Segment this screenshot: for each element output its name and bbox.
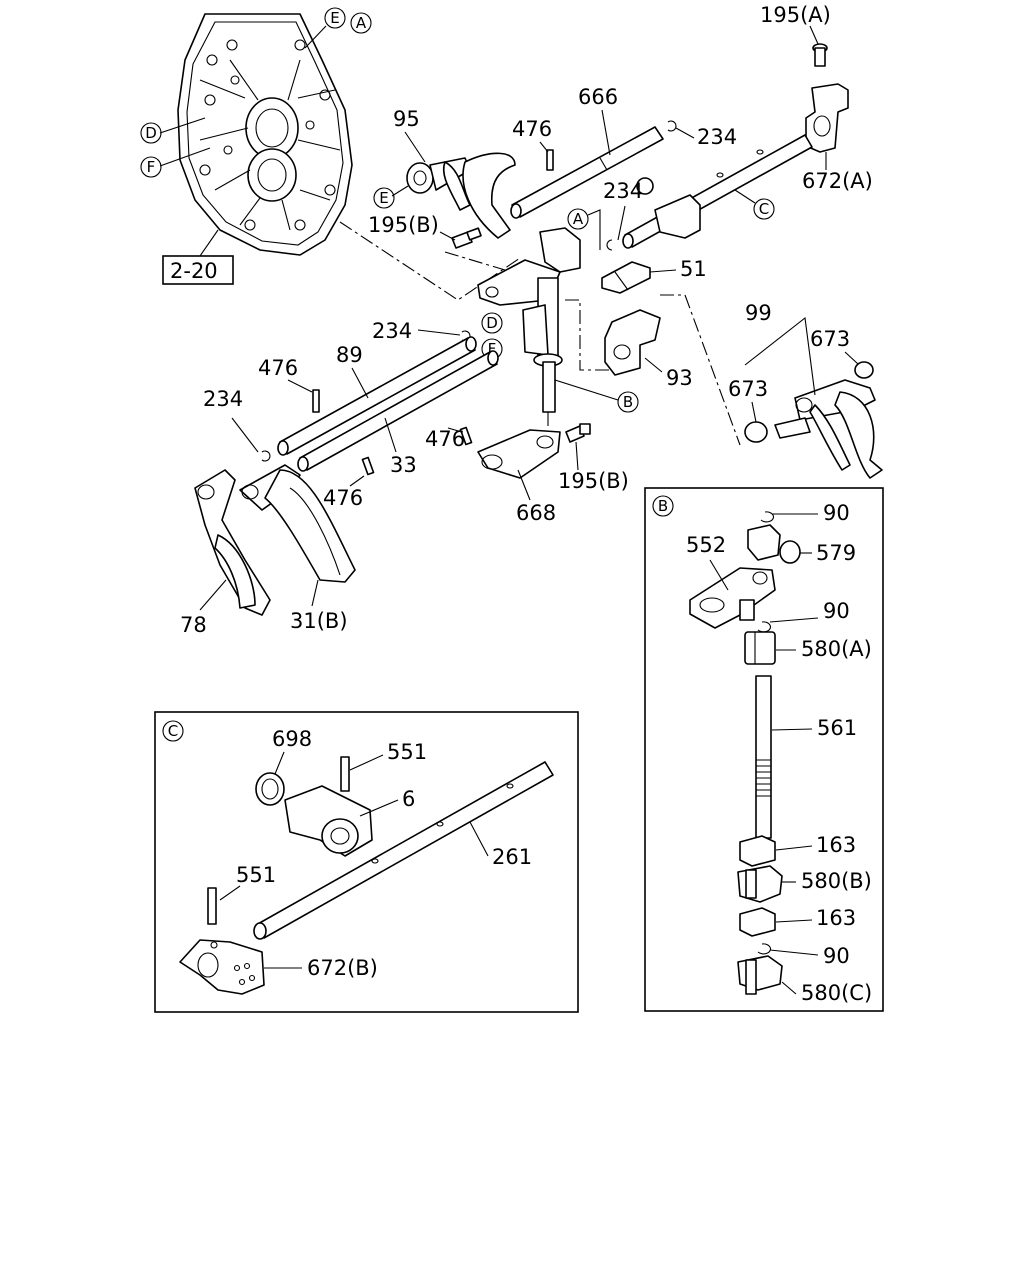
label-89: 89	[336, 343, 363, 367]
label-476-left: 476	[258, 356, 298, 380]
c-shaft-261	[253, 761, 554, 940]
shaft-89	[277, 336, 477, 456]
fork-95	[406, 152, 516, 239]
inset-c-frame	[154, 711, 579, 1013]
pin-476-left	[312, 389, 320, 413]
b-collar-163-1	[739, 835, 776, 867]
callout-e-fork: E	[379, 189, 388, 207]
b-clip-90-2	[757, 621, 772, 633]
b-arm-552	[689, 567, 776, 629]
clip-234-top	[667, 120, 677, 132]
label-31b: 31(B)	[290, 609, 348, 633]
callout-d: D	[145, 124, 157, 142]
b-label-580c: 580(C)	[801, 981, 872, 1005]
label-99: 99	[745, 301, 772, 325]
c-pin-551-1	[340, 756, 350, 792]
label-673-mid: 673	[728, 377, 768, 401]
c-label-551-2: 551	[236, 863, 276, 887]
inset-b-callout: B	[658, 497, 668, 515]
lever-668	[477, 429, 561, 479]
b-label-90-1: 90	[823, 501, 850, 525]
b-lever-580c	[737, 955, 783, 995]
label-476-low: 476	[323, 486, 363, 510]
pin-476-top	[546, 149, 554, 171]
label-78: 78	[180, 613, 207, 637]
label-195a: 195(A)	[760, 3, 831, 27]
callout-a-mid: A	[573, 210, 584, 228]
label-51: 51	[680, 257, 707, 281]
shaft-c	[622, 134, 813, 249]
ref-2-20: 2-20	[170, 259, 218, 283]
bushing-673-top	[854, 361, 874, 379]
b-label-580a: 580(A)	[801, 637, 872, 661]
fork-31b	[239, 464, 356, 583]
pin-476-mid	[459, 426, 473, 446]
fork-99	[774, 379, 883, 479]
c-block-672b	[179, 939, 265, 995]
callout-b: B	[623, 393, 633, 411]
b-label-552: 552	[686, 533, 726, 557]
b-part-579	[747, 524, 801, 564]
b-lever-580b	[737, 865, 783, 903]
block-672a	[805, 83, 849, 153]
transmission-case	[177, 13, 353, 256]
b-label-90-3: 90	[823, 944, 850, 968]
fork-78	[194, 469, 271, 616]
b-label-579: 579	[816, 541, 856, 565]
label-195b-top: 195(B)	[368, 213, 439, 237]
c-label-261: 261	[492, 845, 532, 869]
part-93	[604, 309, 661, 376]
b-label-90-2: 90	[823, 599, 850, 623]
clip-234-mid	[606, 239, 613, 251]
label-672a: 672(A)	[802, 169, 873, 193]
b-collar-163-2	[739, 907, 776, 937]
label-666: 666	[578, 85, 618, 109]
label-234-far: 234	[203, 387, 243, 411]
c-pin-551-2	[207, 887, 217, 925]
c-label-6: 6	[402, 787, 415, 811]
b-label-580b: 580(B)	[801, 869, 872, 893]
label-668: 668	[516, 501, 556, 525]
callout-c: C	[759, 200, 769, 218]
inset-c-callout: C	[168, 722, 178, 740]
b-clip-90-1	[760, 511, 775, 523]
b-label-163-2: 163	[816, 906, 856, 930]
label-476-top: 476	[512, 117, 552, 141]
label-234-left: 234	[372, 319, 412, 343]
clip-234-far	[261, 450, 271, 462]
shaft-666	[510, 126, 664, 219]
b-clip-90-3	[757, 943, 772, 955]
b-collar-580a	[744, 631, 776, 665]
label-234-mid: 234	[603, 179, 643, 203]
callout-e: E	[330, 9, 339, 27]
label-673-top: 673	[810, 327, 850, 351]
b-label-163-1: 163	[816, 833, 856, 857]
label-93: 93	[666, 366, 693, 390]
shift-lever	[477, 227, 581, 413]
c-label-698: 698	[272, 727, 312, 751]
c-label-551-1: 551	[387, 740, 427, 764]
bolt-195b-top	[451, 227, 482, 249]
callout-f: F	[147, 158, 156, 176]
bolt-195b-low	[565, 423, 591, 443]
label-33: 33	[390, 453, 417, 477]
b-shaft-561	[755, 675, 772, 839]
callout-a: A	[356, 14, 367, 32]
label-234-top: 234	[697, 125, 737, 149]
c-ring-698	[255, 772, 285, 806]
pin-476-low	[361, 456, 375, 476]
shaft-33	[297, 350, 499, 472]
part-51	[601, 261, 651, 294]
label-195b-low: 195(B)	[558, 469, 629, 493]
bushing-673-mid	[744, 421, 768, 443]
callout-d-mid: D	[486, 314, 498, 332]
bolt-195a	[812, 43, 828, 67]
label-95: 95	[393, 107, 420, 131]
inset-b-frame	[644, 487, 884, 1012]
b-label-561: 561	[817, 716, 857, 740]
c-block-6	[284, 785, 373, 857]
c-label-672b: 672(B)	[307, 956, 378, 980]
callout-f-mid: F	[488, 340, 497, 358]
